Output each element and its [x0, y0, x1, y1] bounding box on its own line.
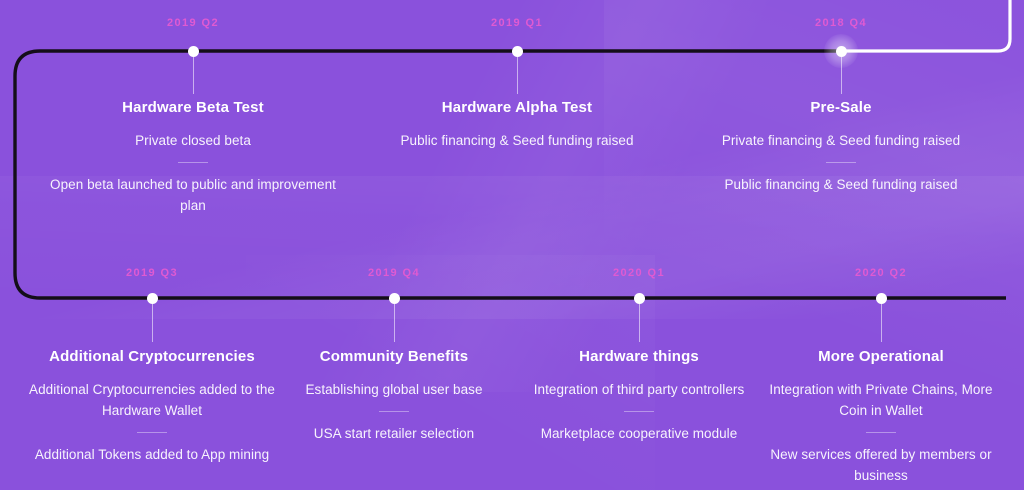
milestone-hardware-alpha-test: Hardware Alpha Test Public financing & S… [352, 98, 682, 151]
milestone-title: Hardware Beta Test [122, 99, 264, 116]
milestone-item: New services offered by members or busin… [770, 447, 992, 483]
track-segment-completed [13, 49, 1006, 300]
timeline-stem-2020-q1 [638, 304, 640, 342]
milestone-item: Private closed beta [135, 133, 251, 148]
milestone-community-benefits: Community Benefits Establishing global u… [269, 347, 519, 444]
track-segment-upcoming [841, 0, 1012, 53]
milestone-item: Public financing & Seed funding raised [724, 177, 958, 192]
timeline-node-2019-q3[interactable] [146, 292, 158, 304]
timeline-stem-2019-q4 [393, 304, 395, 342]
quarter-label-2019-q2: 2019 Q2 [166, 17, 220, 29]
timeline-node-2019-q1[interactable] [511, 45, 523, 57]
milestone-item: Marketplace cooperative module [540, 426, 738, 441]
milestone-items: Additional Cryptocurrencies added to the… [7, 379, 297, 465]
milestone-item: Additional Cryptocurrencies added to the… [29, 382, 275, 418]
milestone-hardware-things: Hardware things Integration of third par… [519, 347, 759, 444]
milestone-item: Private financing & Seed funding raised [721, 133, 961, 148]
quarter-label-2020-q2: 2020 Q2 [854, 267, 908, 279]
milestone-item-divider [624, 411, 654, 412]
timeline-stem-2020-q2 [880, 304, 882, 342]
milestone-item-divider [137, 432, 167, 433]
milestone-title: Additional Cryptocurrencies [49, 348, 255, 365]
milestone-item: Establishing global user base [305, 382, 483, 397]
milestone-pre-sale: Pre-Sale Private financing & Seed fundin… [706, 98, 976, 195]
milestone-item: Public financing & Seed funding raised [400, 133, 634, 148]
milestone-items: Integration of third party controllers M… [519, 379, 759, 444]
timeline-node-2020-q1[interactable] [633, 292, 645, 304]
milestone-item: Additional Tokens added to App mining [34, 447, 270, 462]
milestone-item-divider [866, 432, 896, 433]
milestone-item: USA start retailer selection [313, 426, 475, 441]
milestone-items: Establishing global user base USA start … [269, 379, 519, 444]
milestone-title: Community Benefits [319, 348, 469, 365]
milestone-additional-cryptocurrencies: Additional Cryptocurrencies Additional C… [7, 347, 297, 465]
milestone-item: Open beta launched to public and improve… [50, 177, 336, 213]
milestone-title: Hardware Alpha Test [441, 99, 593, 116]
quarter-label-2019-q1: 2019 Q1 [490, 17, 544, 29]
timeline-node-2019-q4[interactable] [388, 292, 400, 304]
milestone-title: Hardware things [579, 348, 699, 365]
quarter-label-2019-q4: 2019 Q4 [367, 267, 421, 279]
timeline-stem-2019-q2 [192, 57, 194, 94]
milestone-more-operational: More Operational Integration with Privat… [766, 347, 996, 486]
milestone-title: Pre-Sale [810, 99, 872, 116]
milestone-items: Integration with Private Chains, More Co… [766, 379, 996, 486]
milestone-hardware-beta-test: Hardware Beta Test Private closed beta O… [43, 98, 343, 216]
timeline-node-2019-q2[interactable] [187, 45, 199, 57]
milestone-items: Private financing & Seed funding raised … [706, 130, 976, 195]
timeline-node-2020-q2[interactable] [875, 292, 887, 304]
quarter-label-2020-q1: 2020 Q1 [612, 267, 666, 279]
milestone-item: Integration of third party controllers [533, 382, 745, 397]
milestone-item: Integration with Private Chains, More Co… [769, 382, 993, 418]
timeline-node-2018-q4-current[interactable] [824, 34, 858, 68]
quarter-label-2018-q4: 2018 Q4 [814, 17, 868, 29]
quarter-label-2019-q3: 2019 Q3 [125, 267, 179, 279]
timeline-stem-2019-q1 [516, 57, 518, 94]
timeline-stem-2018-q4 [840, 57, 842, 94]
timeline-stem-2019-q3 [151, 304, 153, 342]
milestone-title: More Operational [818, 348, 944, 365]
milestone-items: Private closed beta Open beta launched t… [43, 130, 343, 216]
milestone-item-divider [178, 162, 208, 163]
milestone-items: Public financing & Seed funding raised [352, 130, 682, 151]
milestone-item-divider [826, 162, 856, 163]
milestone-item-divider [379, 411, 409, 412]
